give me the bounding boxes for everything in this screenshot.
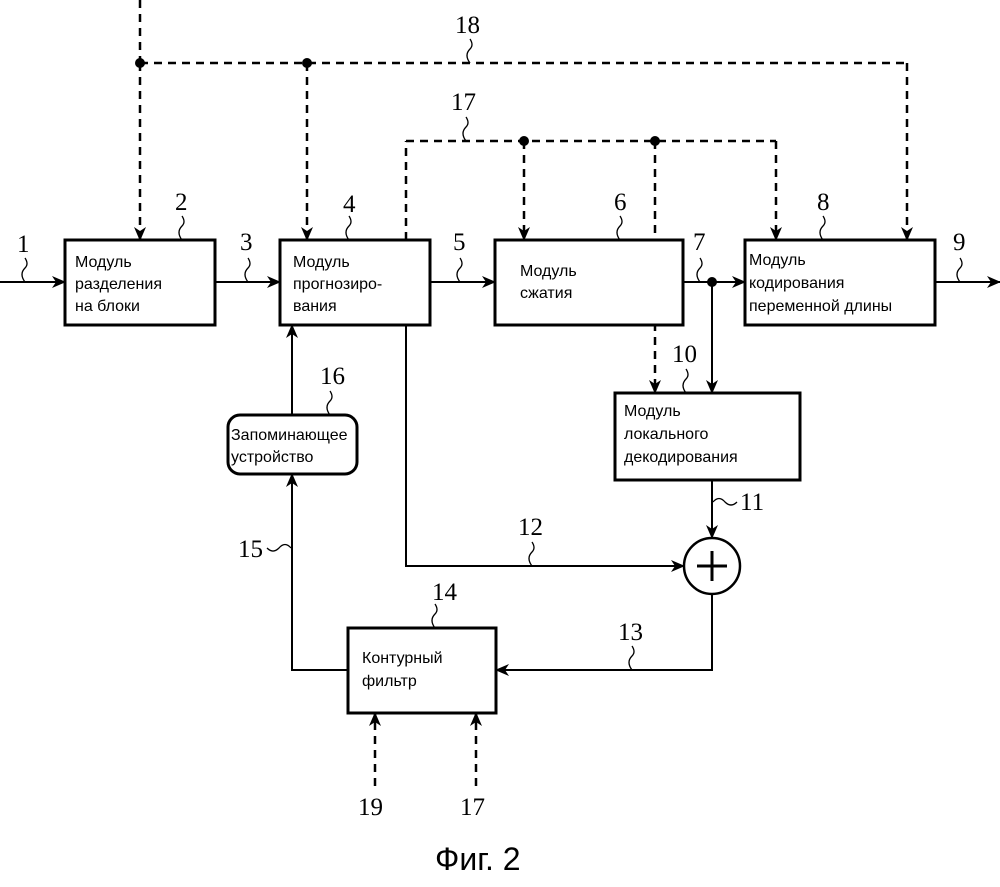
label-8: 8 — [817, 189, 830, 216]
local-decoding-line2: локального — [624, 426, 709, 443]
signal-13-wire — [496, 594, 712, 670]
compression-line1: Модуль — [520, 263, 577, 280]
prediction-line3: вания — [293, 298, 337, 315]
vlc-line1: Модуль — [749, 252, 806, 269]
label-16: 16 — [320, 363, 345, 390]
block-divider-line2: разделения — [75, 276, 162, 293]
local-decoding-module: Модуль локального декодирования 10 — [615, 341, 800, 480]
label-18: 18 — [455, 12, 480, 39]
adder — [684, 538, 740, 594]
junction-dot — [519, 136, 529, 146]
vlc-line2: кодирования — [749, 275, 844, 292]
label-1: 1 — [17, 231, 30, 258]
label-15: 15 — [238, 536, 263, 563]
local-decoding-line1: Модуль — [624, 403, 681, 420]
control-line-18: 18 — [135, 0, 907, 240]
memory-line1: Запоминающее — [231, 427, 348, 444]
vlc-line3: переменной длины — [749, 298, 892, 315]
local-decoding-line3: декодирования — [624, 449, 738, 466]
junction-dot — [302, 58, 312, 68]
label-17-bottom: 17 — [460, 794, 485, 821]
label-19: 19 — [358, 794, 383, 821]
junction-dot — [135, 58, 145, 68]
label-12: 12 — [518, 514, 543, 541]
loop-filter-module: Контурный фильтр 14 — [348, 579, 496, 713]
junction-dot — [650, 136, 660, 146]
loop-filter-line2: фильтр — [362, 673, 417, 690]
label-2: 2 — [175, 189, 188, 216]
prediction-line2: прогнозиро- — [293, 276, 382, 293]
label-17: 17 — [451, 89, 476, 116]
compression-line2: сжатия — [520, 285, 572, 302]
label-6: 6 — [614, 189, 627, 216]
memory-line2: устройство — [231, 449, 314, 466]
label-13: 13 — [618, 619, 643, 646]
signal-15-wire — [292, 474, 348, 670]
label-3: 3 — [240, 229, 253, 256]
block-divider-line1: Модуль — [75, 254, 132, 271]
label-14: 14 — [432, 579, 458, 606]
prediction-module: Модуль прогнозиро- вания 4 — [280, 191, 430, 325]
label-11: 11 — [740, 489, 764, 516]
label-9: 9 — [953, 229, 966, 256]
label-7: 7 — [693, 229, 706, 256]
label-10: 10 — [672, 341, 697, 368]
label-5: 5 — [453, 229, 466, 256]
compression-module: Модуль сжатия 6 — [495, 189, 683, 325]
block-divider-line3: на блоки — [75, 298, 140, 315]
prediction-line1: Модуль — [293, 254, 350, 271]
loop-filter-line1: Контурный — [362, 650, 443, 667]
label-4: 4 — [343, 191, 356, 218]
figure-caption: Фиг. 2 — [435, 841, 521, 877]
